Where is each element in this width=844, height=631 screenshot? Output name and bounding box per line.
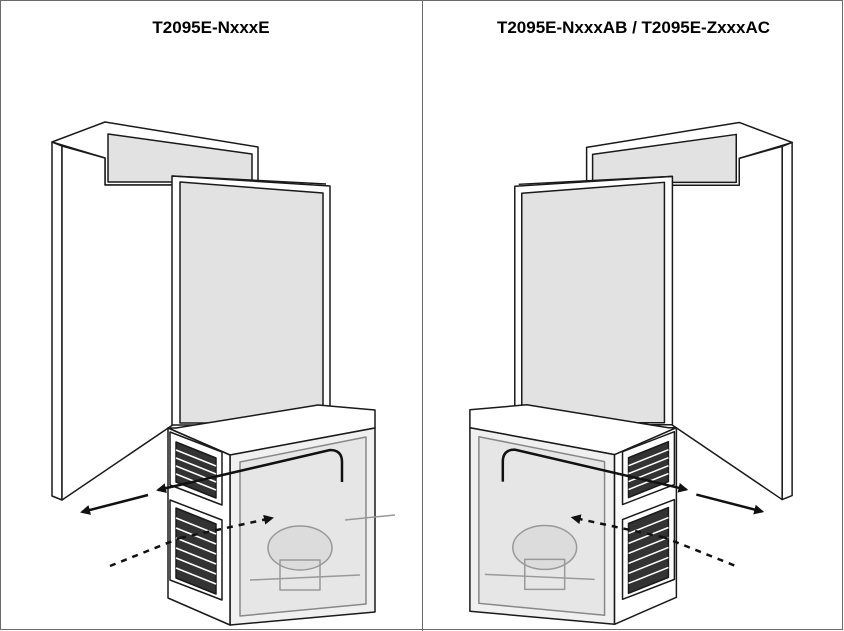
airflow-arrow-outlet xyxy=(696,493,765,515)
airflow-arrow-intake-dashed-2 xyxy=(570,514,665,539)
airflow-arrow-exhaust xyxy=(156,448,344,494)
airflow-arrow-outlet xyxy=(80,493,149,515)
panel-divider xyxy=(422,0,423,631)
airflow-arrow-intake-dashed-1 xyxy=(663,536,735,567)
airflow-arrow-intake-dashed-1 xyxy=(109,536,181,568)
cooling-unit-illustration-left xyxy=(51,121,396,626)
cabinet-front-panel xyxy=(514,175,674,426)
panel-title-left: T2095E-NxxxE xyxy=(152,18,270,37)
condenser-grille-upper xyxy=(169,431,223,506)
cabinet-front-panel xyxy=(171,175,331,426)
cooling-unit-illustration-right xyxy=(469,121,793,626)
panel-title-right: T2095E-NxxxAB / T2095E-ZxxxAC xyxy=(496,18,771,37)
condenser-grille-lower xyxy=(169,499,223,601)
airflow-arrow-intake-dashed-2 xyxy=(179,514,274,540)
condenser-grille-lower xyxy=(621,498,676,601)
cabinet-back xyxy=(51,121,259,501)
cabinet-back xyxy=(585,121,793,501)
airflow-arrow-exhaust xyxy=(501,448,689,493)
